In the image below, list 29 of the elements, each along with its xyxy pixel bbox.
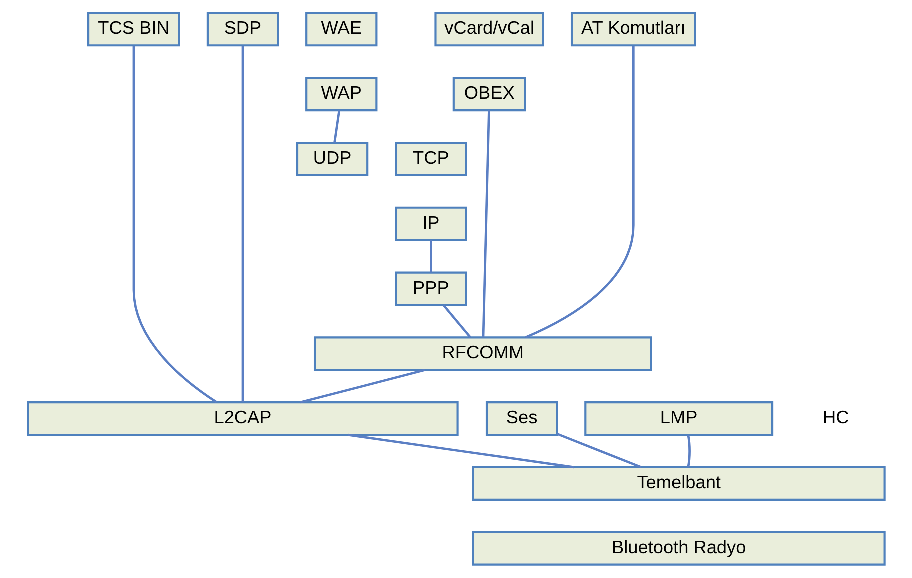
node-box: AT Komutları bbox=[570, 12, 696, 47]
node-box: TCS BIN bbox=[87, 12, 180, 47]
connector bbox=[132, 46, 217, 404]
connector bbox=[241, 46, 244, 402]
connector bbox=[347, 434, 574, 469]
node-box: L2CAP bbox=[26, 402, 458, 436]
label: HC bbox=[822, 408, 849, 428]
connector bbox=[524, 46, 634, 339]
node-box: OBEX bbox=[452, 77, 526, 112]
connector bbox=[482, 110, 490, 338]
node-box: Temelbant bbox=[472, 466, 886, 501]
node-box: vCard/vCal bbox=[434, 12, 544, 47]
node-box: TCP bbox=[394, 142, 467, 176]
node-box: LMP bbox=[584, 402, 774, 436]
connector bbox=[430, 240, 432, 273]
node-box: Ses bbox=[485, 402, 558, 436]
node-box: WAE bbox=[305, 12, 378, 47]
connector bbox=[442, 304, 472, 338]
node-box: UDP bbox=[296, 142, 368, 176]
node-box: WAP bbox=[305, 77, 378, 112]
connector bbox=[333, 110, 340, 144]
node-box: RFCOMM bbox=[314, 336, 652, 372]
node-box: Bluetooth Radyo bbox=[472, 531, 886, 566]
node-box: IP bbox=[394, 206, 467, 242]
connector bbox=[686, 434, 690, 468]
node-box: PPP bbox=[394, 272, 467, 306]
connector bbox=[300, 369, 425, 404]
connector bbox=[556, 432, 642, 468]
node-box: SDP bbox=[206, 12, 279, 47]
